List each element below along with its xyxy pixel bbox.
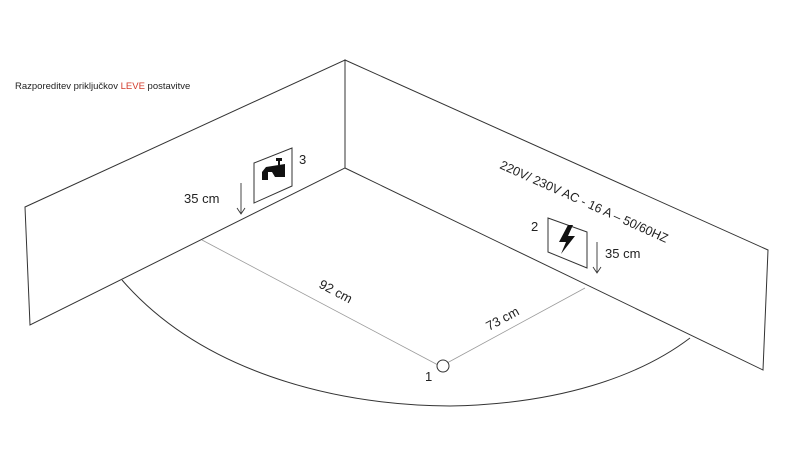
drain-circle-icon	[436, 359, 450, 373]
power-number-label: 2	[531, 219, 538, 234]
right-wall	[344, 59, 769, 371]
power-height-arrow	[592, 242, 602, 274]
guide-line-left	[201, 239, 439, 366]
drain-number-label: 1	[425, 369, 432, 384]
water-height-arrow	[236, 183, 246, 215]
diagram-title: Razporeditev priključkov LEVE postavitve	[15, 81, 190, 92]
power-height-label: 35 cm	[605, 246, 640, 261]
water-height-label: 35 cm	[184, 191, 219, 206]
water-tap-icon	[262, 158, 285, 180]
title-text-post: postavitve	[144, 81, 191, 92]
guide-line-right	[446, 287, 586, 364]
left-distance-label: 92 cm	[317, 276, 355, 306]
lightning-bolt-icon	[559, 225, 575, 254]
shower-tray-curve	[121, 279, 691, 407]
title-highlight: LEVE	[120, 81, 145, 92]
power-connection	[547, 217, 588, 269]
water-connection-box	[253, 147, 293, 204]
water-number-label: 3	[299, 152, 306, 167]
title-text-pre: Razporeditev priključkov	[15, 81, 121, 92]
water-connection	[253, 147, 293, 204]
right-distance-label: 73 cm	[483, 304, 521, 334]
